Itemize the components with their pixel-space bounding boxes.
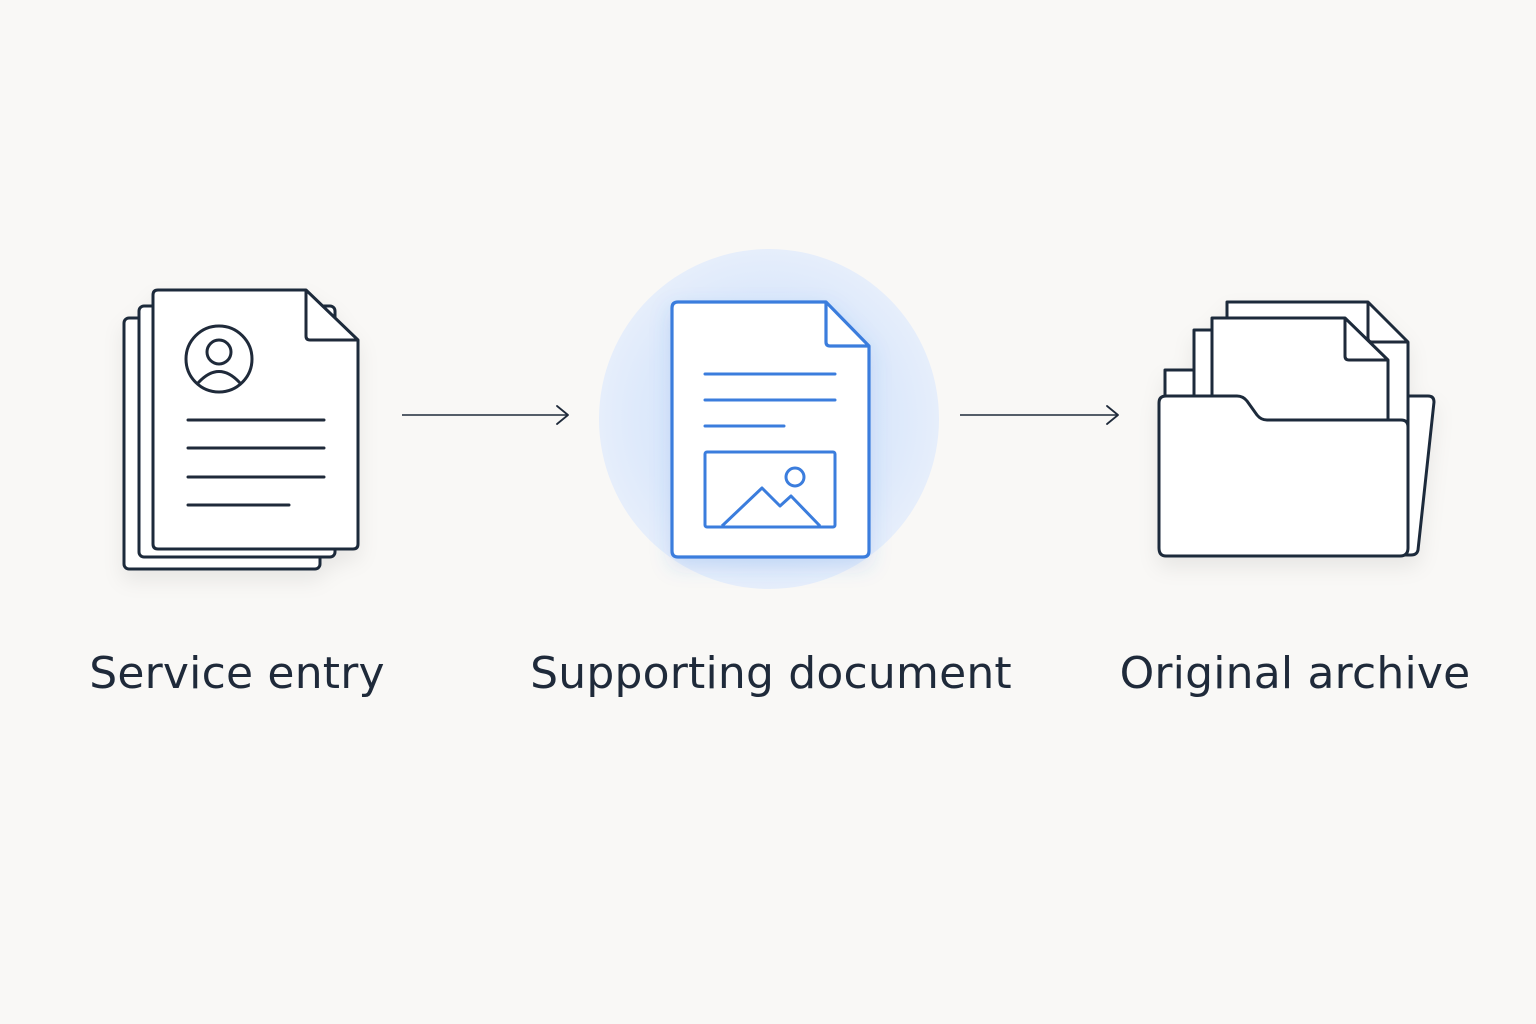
arrow-right-icon <box>960 405 1119 425</box>
arrow-right-icon <box>402 405 569 425</box>
archive-folder-icon <box>1157 300 1436 558</box>
image-document-icon <box>599 249 939 589</box>
stacked-profile-document-icon <box>122 288 360 571</box>
step-label-service-entry: Service entry <box>89 648 385 699</box>
step-label-supporting-document: Supporting document <box>530 648 1012 699</box>
step-label-original-archive: Original archive <box>1119 648 1471 699</box>
